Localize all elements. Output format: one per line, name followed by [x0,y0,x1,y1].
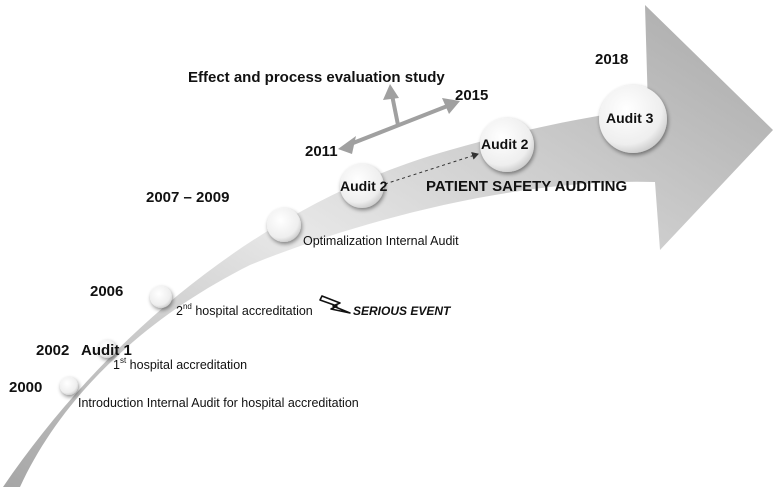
milestone-audit2-first-circle [340,164,384,208]
evaluation-study-label: Effect and process evaluation study [188,69,445,86]
evaluation-arrows [338,84,460,154]
year-2015: 2015 [455,87,489,104]
introduction-label: Introduction Internal Audit for hospital… [78,396,359,410]
milestone-audit2-second-circle [480,118,534,172]
lightning-icon [319,295,351,314]
milestone-2007-circle [267,208,301,242]
year-2018: 2018 [595,51,629,68]
main-timeline-arrow [3,5,773,487]
milestone-2002-circle [98,340,116,358]
audit2-first-label: Audit 2 [340,178,388,194]
audit2-second-label: Audit 2 [481,136,529,152]
year-2007-2009: 2007 – 2009 [146,189,230,206]
optimalization-label: Optimalization Internal Audit [303,234,459,248]
year-2011: 2011 [305,143,338,160]
patient-safety-auditing-label: PATIENT SAFETY AUDITING [426,178,628,195]
milestone-2000-circle [60,377,78,395]
first-accreditation-label: 1st hospital accreditation [113,356,248,372]
serious-event-label: SERIOUS EVENT [353,304,451,318]
audit1-label: Audit 1 [81,342,132,359]
year-2000: 2000 [9,379,43,396]
milestone-2006-circle [150,286,172,308]
second-accreditation-label: 2nd hospital accreditation [176,302,313,318]
year-2006: 2006 [90,283,124,300]
milestone-audit3-circle [599,85,667,153]
year-2002: 2002 [36,342,70,359]
dashed-progression-arrow [384,152,479,185]
audit3-label: Audit 3 [606,110,654,126]
